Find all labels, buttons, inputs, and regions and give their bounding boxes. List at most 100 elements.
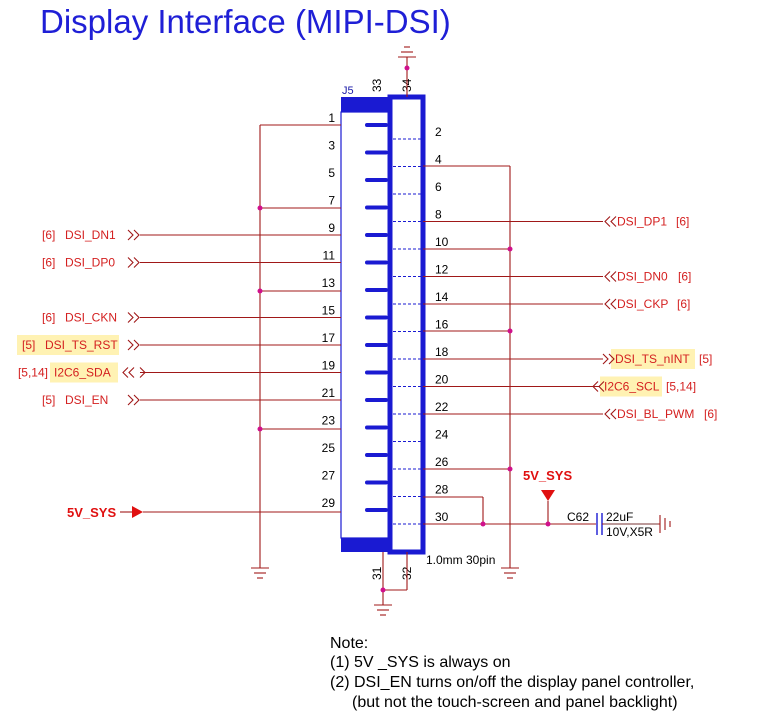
net-label-dsi-ts-nint: DSI_TS_nINT [5] <box>423 349 712 369</box>
net-label-dsi-en: [5] DSI_EN <box>42 393 341 407</box>
pin-number-12: 12 <box>435 263 449 277</box>
net-label-dsi-bl-pwm: DSI_BL_PWM [6] <box>423 407 717 421</box>
pin-number-8: 8 <box>435 208 442 222</box>
right-ground-bus <box>423 165 519 579</box>
notes-line-2: (2) DSI_EN turns on/off the display pane… <box>330 674 694 691</box>
net-sheet-ref: [5] <box>42 393 55 407</box>
net-sheet-ref: [5] <box>22 338 35 352</box>
connector-ref: J5 <box>342 85 354 97</box>
pin-number-11: 11 <box>323 249 336 263</box>
pin-number-19: 19 <box>322 359 336 373</box>
pin-number-16: 16 <box>435 318 449 332</box>
power-5v-sys-left: 5V_SYS <box>67 505 341 520</box>
net-name: DSI_EN <box>65 393 108 407</box>
pin-number-7: 7 <box>328 194 335 208</box>
pin-number-26: 26 <box>435 455 449 469</box>
net-sheet-ref: [6] <box>42 311 55 325</box>
power-5v-sys-right: 5V_SYS <box>423 468 596 527</box>
pin-number-27: 27 <box>322 469 336 483</box>
pin-number-4: 4 <box>435 153 442 167</box>
net-name: DSI_DP0 <box>65 256 115 270</box>
connector-inner <box>340 111 392 539</box>
connector-bottom-tab <box>341 538 391 552</box>
net-name: DSI_CKP <box>617 297 668 311</box>
net-sheet-ref: [5,14] <box>18 366 48 380</box>
connector-j5: J5 1.0mm 30pin 1357911131517192123252729… <box>322 78 496 580</box>
pin-31: 31 <box>370 566 384 580</box>
power-arrow-left <box>132 506 143 518</box>
net-name: DSI_BL_PWM <box>617 407 694 421</box>
net-label-dsi-ckn: [6] DSI_CKN <box>42 311 341 325</box>
pin-number-13: 13 <box>322 276 336 290</box>
net-name: I2C6_SDA <box>54 366 111 380</box>
pin-number-15: 15 <box>322 304 336 318</box>
net-sheet-ref: [6] <box>678 270 691 284</box>
net-name: DSI_TS_nINT <box>615 352 690 366</box>
pin-number-20: 20 <box>435 373 449 387</box>
net-label-i2c6-sda: [5,14] I2C6_SDA <box>18 362 341 383</box>
net-label-i2c6-scl: I2C6_SCL [5,14] <box>423 376 696 397</box>
net-name: I2C6_SCL <box>604 380 660 394</box>
pin-number-29: 29 <box>322 496 336 510</box>
capacitor-ref: C62 <box>567 510 589 524</box>
pin-number-21: 21 <box>322 386 336 400</box>
pin-number-9: 9 <box>328 221 335 235</box>
net-sheet-ref: [6] <box>676 215 689 229</box>
pin-number-28: 28 <box>435 483 449 497</box>
pin-number-10: 10 <box>435 235 449 249</box>
pin-number-18: 18 <box>435 345 449 359</box>
net-sheet-ref: [5,14] <box>666 380 696 394</box>
pin-number-5: 5 <box>328 166 335 180</box>
power-label-left: 5V_SYS <box>67 505 116 520</box>
pin-number-30: 30 <box>435 510 449 524</box>
notes-line-3: (but not the touch-screen and panel back… <box>352 694 678 711</box>
notes: Note: (1) 5V _SYS is always on (2) DSI_E… <box>330 635 694 711</box>
pin-number-22: 22 <box>435 400 449 414</box>
power-arrow-right <box>541 490 555 501</box>
net-sheet-ref: [6] <box>42 228 55 242</box>
pin-number-17: 17 <box>322 331 336 345</box>
pin-number-25: 25 <box>322 441 336 455</box>
pin-33: 33 <box>370 78 384 92</box>
pin-bars <box>365 123 423 525</box>
power-label-right: 5V_SYS <box>523 468 572 483</box>
connector-top-tab <box>341 97 391 112</box>
net-label-dsi-ckp: DSI_CKP [6] <box>423 297 690 311</box>
net-sheet-ref: [5] <box>699 352 712 366</box>
net-label-dsi-dp0: [6] DSI_DP0 <box>42 256 341 270</box>
connector-description: 1.0mm 30pin <box>426 553 495 567</box>
capacitor-c62: C62 22uF 10V,X5R <box>567 510 671 539</box>
notes-heading: Note: <box>330 635 368 652</box>
net-label-dsi-dn0: DSI_DN0 [6] <box>423 270 691 284</box>
net-name: DSI_DP1 <box>617 215 667 229</box>
capacitor-value: 22uF <box>606 510 633 524</box>
net-label-dsi-dp1: DSI_DP1 [6] <box>423 215 689 229</box>
right-net-labels: DSI_DP1 [6] DSI_DN0 [6] DSI_CKP [6] DSI_TS_nIN… <box>423 215 717 421</box>
net-label-dsi-dn1: [6] DSI_DN1 <box>42 228 341 242</box>
pin-number-24: 24 <box>435 428 449 442</box>
ground-symbol-top <box>398 46 416 97</box>
net-name: DSI_DN0 <box>617 270 668 284</box>
pin-number-2: 2 <box>435 125 442 139</box>
pin-number-6: 6 <box>435 180 442 194</box>
pin-number-1: 1 <box>328 111 335 125</box>
left-net-labels: [6] DSI_DN1 [6] DSI_DP0 [6] DSI_CKN [5] DSI_TS_… <box>17 228 341 407</box>
pin-number-3: 3 <box>328 139 335 153</box>
net-sheet-ref: [6] <box>42 256 55 270</box>
pin-number-14: 14 <box>435 290 449 304</box>
pin-number-23: 23 <box>322 414 336 428</box>
net-sheet-ref: [6] <box>704 407 717 421</box>
net-name: DSI_TS_RST <box>45 338 118 352</box>
ground-symbol-bottom <box>374 552 408 616</box>
connector-body <box>387 94 426 555</box>
net-sheet-ref: [6] <box>677 297 690 311</box>
left-ground-bus <box>251 124 341 579</box>
net-name: DSI_CKN <box>65 311 117 325</box>
notes-line-1: (1) 5V _SYS is always on <box>330 654 511 671</box>
capacitor-rating: 10V,X5R <box>606 525 653 539</box>
net-name: DSI_DN1 <box>65 228 116 242</box>
page-title: Display Interface (MIPI-DSI) <box>40 3 451 40</box>
